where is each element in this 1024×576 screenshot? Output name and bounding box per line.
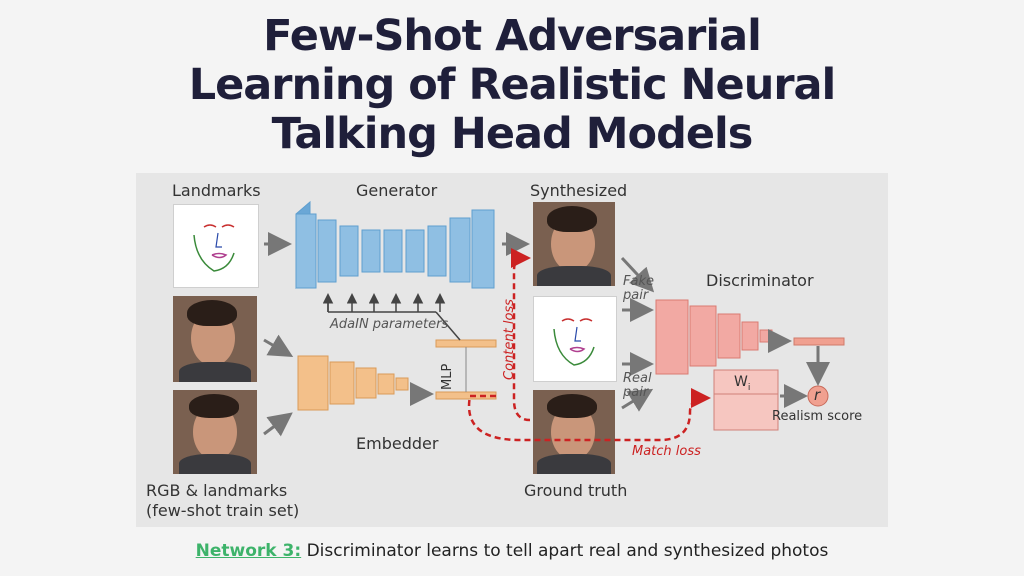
real-pair-line-1: Real: [623, 371, 652, 386]
loss-arrows: [467, 248, 711, 442]
generator-label: Generator: [356, 181, 438, 200]
adain-label: AdaIN parameters: [330, 317, 449, 332]
wi-label: Wi: [734, 374, 750, 393]
wi-letter: W: [734, 374, 748, 390]
generator-block: [295, 200, 495, 289]
mlp-top-bar: [435, 339, 497, 348]
r-label: r: [814, 386, 821, 404]
rgb-landmark-photo-2: [173, 390, 257, 474]
embedder-block: [297, 355, 409, 411]
flow-arrows: [263, 232, 830, 437]
title-line-2: Learning of Realistic Neural: [188, 60, 837, 110]
mlp-label: MLP: [440, 363, 455, 390]
adain-arrows: [322, 293, 461, 341]
match-loss-label: Match loss: [632, 444, 701, 459]
title-line-3: Talking Head Models: [271, 109, 754, 159]
synthesized-photo: [533, 202, 615, 286]
discriminator-label: Discriminator: [706, 271, 814, 290]
landmarks-label: Landmarks: [172, 181, 261, 200]
discriminator-output: [793, 337, 845, 346]
discriminator-block: [655, 299, 773, 375]
wi-subscript: i: [747, 382, 751, 393]
mlp-bottom-bar: [435, 391, 497, 400]
real-pair-line-2: pair: [623, 385, 649, 400]
landmarks-image-discriminator: [533, 296, 617, 382]
rgb-label-line-2: (few-shot train set): [146, 501, 300, 520]
landmarks-sketch: [193, 224, 235, 272]
synthesized-label: Synthesized: [530, 181, 628, 200]
realism-score-label: Realism score: [772, 409, 863, 424]
ground-truth-label: Ground truth: [524, 481, 628, 500]
network-label: Network 3:: [195, 541, 302, 561]
wi-box: [713, 369, 779, 431]
rgb-label-line-1: RGB & landmarks: [146, 481, 288, 500]
r-circle: [807, 385, 829, 407]
landmarks-sketch-2: [553, 318, 595, 366]
caption: Network 3: Discriminator learns to tell …: [0, 541, 1024, 561]
landmarks-image: [173, 204, 259, 288]
content-loss-label: Content loss: [502, 299, 517, 380]
page-title: Few-Shot Adversarial Learning of Realist…: [0, 12, 1024, 159]
rgb-landmark-photo-1: [173, 296, 257, 382]
caption-text: Discriminator learns to tell apart real …: [301, 541, 829, 561]
embedder-label: Embedder: [356, 434, 439, 453]
fake-pair-line-2: pair: [623, 288, 649, 303]
fake-pair-line-1: Fake: [623, 274, 654, 289]
ground-truth-photo: [533, 390, 615, 474]
title-line-1: Few-Shot Adversarial: [263, 11, 762, 61]
